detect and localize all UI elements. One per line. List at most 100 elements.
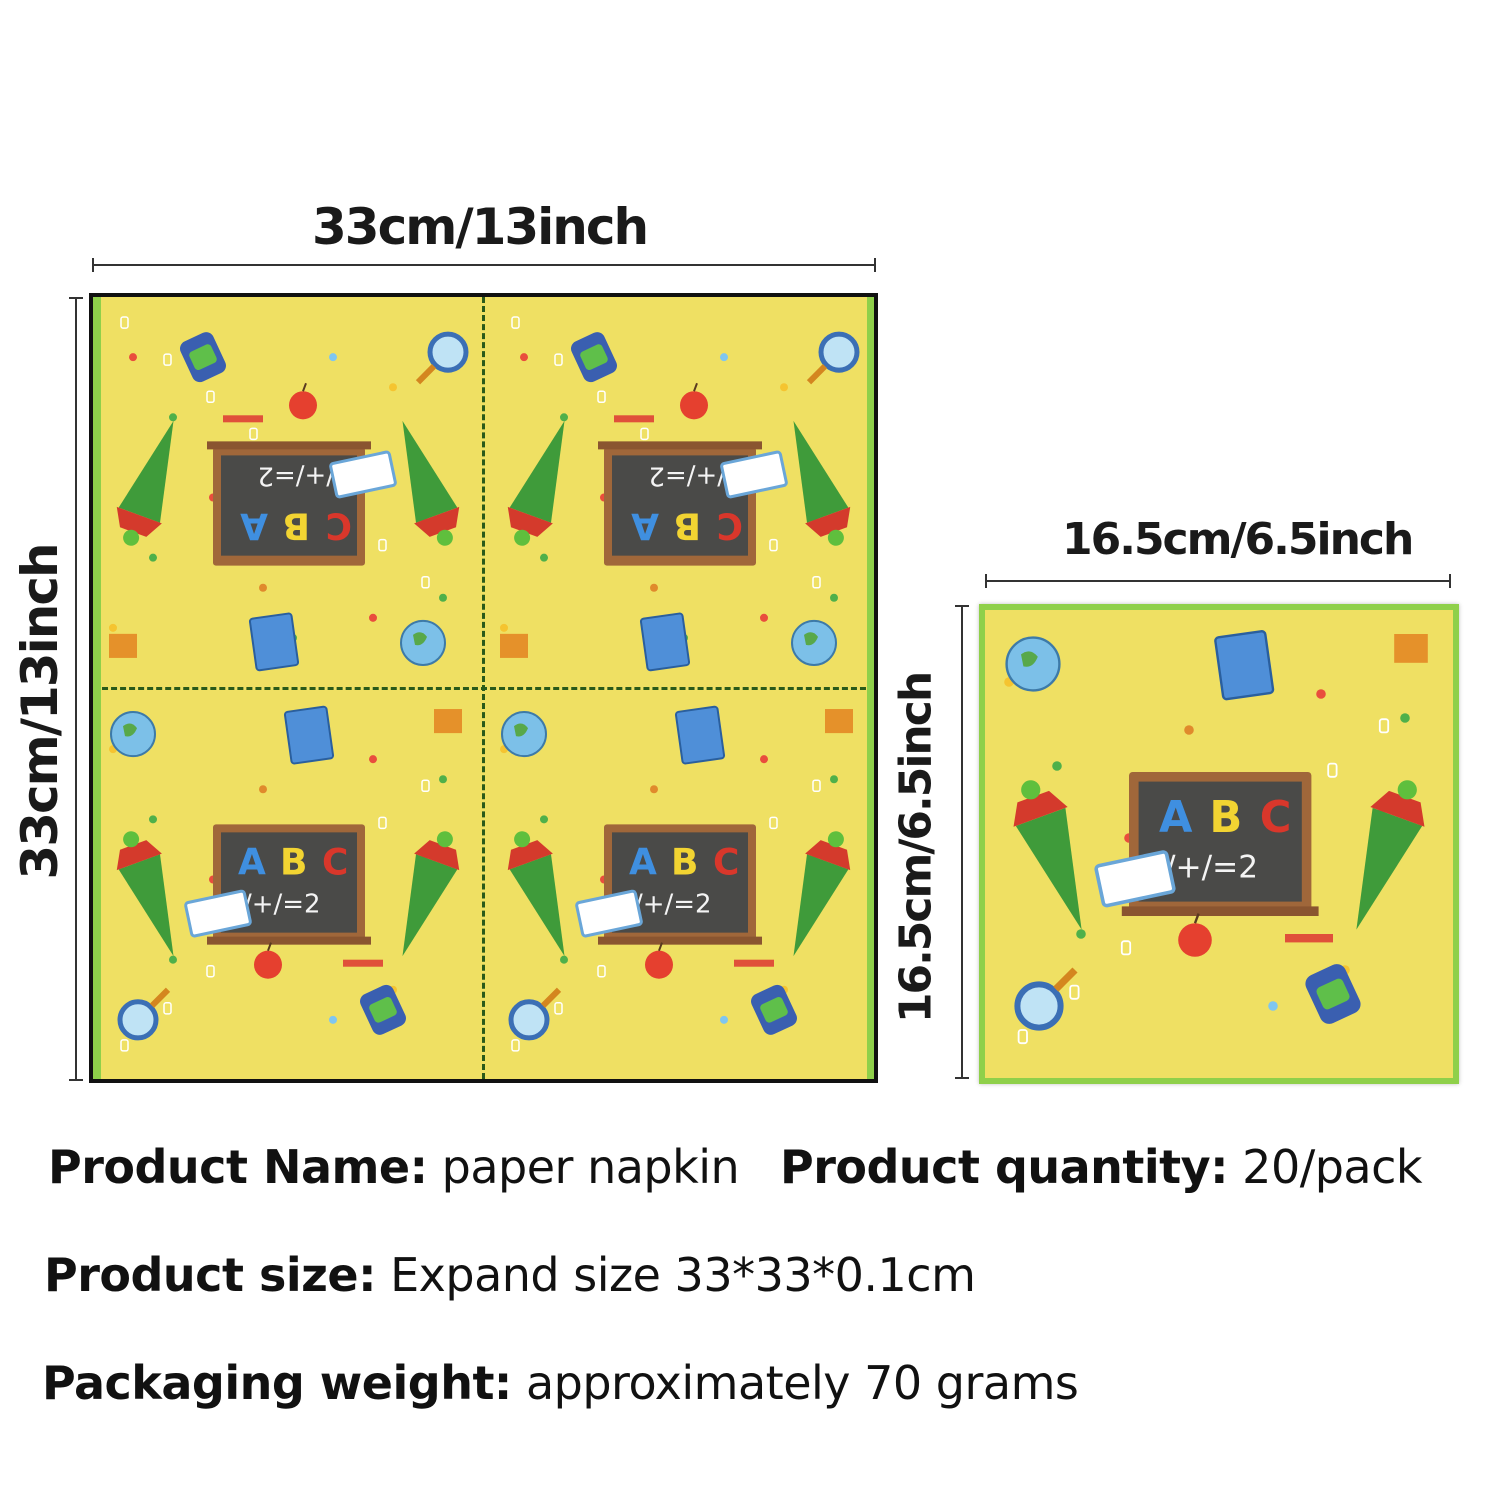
school-cone-icon-right: [402, 831, 460, 957]
confetti-dot: [650, 583, 658, 592]
confetti-dot: [830, 775, 838, 784]
confetti-dot: [560, 955, 568, 964]
small-height-label: 16.5cm/6.5inch: [890, 672, 942, 1024]
chalk-letter: C: [326, 505, 352, 546]
backpack-pocket: [760, 996, 788, 1023]
magnifier-icon: [1014, 981, 1064, 1031]
spec-product-quantity-value: 20/pack: [1242, 1140, 1423, 1194]
blue-book-icon: [1214, 630, 1275, 701]
confetti-dot: [1052, 761, 1062, 771]
chalk-letter: B: [280, 842, 307, 883]
cone-wrap: [507, 506, 553, 537]
confetti-dot: [389, 383, 397, 392]
large-height-line: [75, 298, 77, 1080]
cone-wrap: [116, 506, 162, 537]
school-cone-icon-right: [402, 420, 460, 546]
small-height-line: [961, 606, 963, 1078]
blue-book-icon: [674, 705, 726, 765]
scatter-glyph-icon: [1017, 1029, 1028, 1045]
chalk-letter: A: [631, 505, 659, 546]
school-cone-icon-left: [1013, 780, 1082, 930]
large-width-tick-right: [874, 258, 876, 272]
spec-product-size: Product size: Expand size 33*33*0.1cm: [44, 1248, 976, 1302]
school-cone-icon-right: [793, 831, 851, 957]
cone-wrap: [1013, 790, 1068, 827]
globe-land: [514, 723, 528, 737]
chalk-letter: B: [671, 842, 698, 883]
confetti-dot: [329, 353, 337, 362]
confetti-dot: [780, 383, 788, 392]
small-width-tick-right: [1449, 574, 1451, 588]
globe-land: [413, 632, 427, 646]
chalk-letter: B: [1209, 793, 1242, 843]
chalk-equation: /+/=2: [1165, 850, 1258, 886]
confetti-dot: [1400, 713, 1410, 723]
open-book-icon: [575, 889, 643, 938]
chalk-letter: A: [238, 842, 266, 883]
large-width-label: 33cm/13inch: [312, 198, 649, 256]
pencil-icon: [614, 415, 654, 423]
scatter-glyph-icon: [378, 538, 387, 552]
scatter-glyph-icon: [206, 964, 215, 978]
cone-wrap: [116, 840, 162, 871]
cone-body: [402, 420, 458, 523]
large-width-line: [93, 264, 875, 266]
scatter-glyph-icon: [1069, 984, 1080, 1000]
chalk-letter: C: [713, 842, 739, 883]
scatter-glyph-icon: [249, 427, 258, 441]
fold-line-horizontal: [93, 687, 874, 690]
chalkboard-ledge: [207, 441, 371, 450]
backpack-pocket: [580, 344, 608, 371]
chalk-letter: A: [1159, 793, 1193, 843]
confetti-dot: [830, 593, 838, 602]
cone-wrap: [414, 840, 460, 871]
magnifier-icon: [117, 999, 159, 1041]
confetti-dot: [760, 613, 768, 622]
magnifier-handle: [415, 364, 437, 385]
apple-stem: [1193, 913, 1200, 924]
scatter-glyph-icon: [597, 964, 606, 978]
school-cone-icon-right: [793, 420, 851, 546]
confetti-dot: [500, 623, 508, 632]
open-book-icon: [184, 889, 252, 938]
apple-icon: [1178, 923, 1212, 957]
cone-bow: [514, 831, 531, 848]
confetti-dot: [650, 785, 658, 794]
chalk-equation: /+/=2: [243, 890, 321, 920]
cone-bow: [514, 529, 531, 546]
confetti-dot: [149, 815, 157, 824]
small-width-tick-left: [985, 574, 987, 588]
cone-body: [1015, 807, 1082, 930]
school-cone-icon-left: [116, 420, 174, 546]
scatter-glyph-icon: [421, 779, 430, 793]
spec-product-quantity: Product quantity: 20/pack: [780, 1140, 1423, 1194]
cone-bow: [1397, 780, 1417, 800]
cone-body: [793, 420, 849, 523]
spec-packaging-weight-value: approximately 70 grams: [525, 1356, 1079, 1410]
chalk-letter: A: [629, 842, 657, 883]
small-height-tick-top: [955, 605, 969, 607]
school-cone-icon-right: [1356, 780, 1425, 930]
scatter-glyph-icon: [1378, 718, 1390, 734]
cone-body: [793, 854, 849, 957]
globe-land: [1021, 651, 1038, 667]
backpack-pocket: [1316, 978, 1350, 1010]
chalk-letter: C: [1260, 793, 1292, 843]
cone-bow: [436, 831, 453, 848]
confetti-dot: [109, 623, 117, 632]
chalkboard-ledge: [598, 936, 762, 945]
napkin-border-left: [93, 297, 101, 1079]
cone-body: [509, 854, 565, 957]
magnifier-handle: [149, 987, 171, 1008]
confetti-dot: [520, 353, 528, 362]
cone-body: [1356, 807, 1423, 930]
cone-body: [509, 420, 565, 523]
scatter-glyph-icon: [1327, 762, 1338, 778]
large-width-tick-left: [92, 258, 94, 272]
